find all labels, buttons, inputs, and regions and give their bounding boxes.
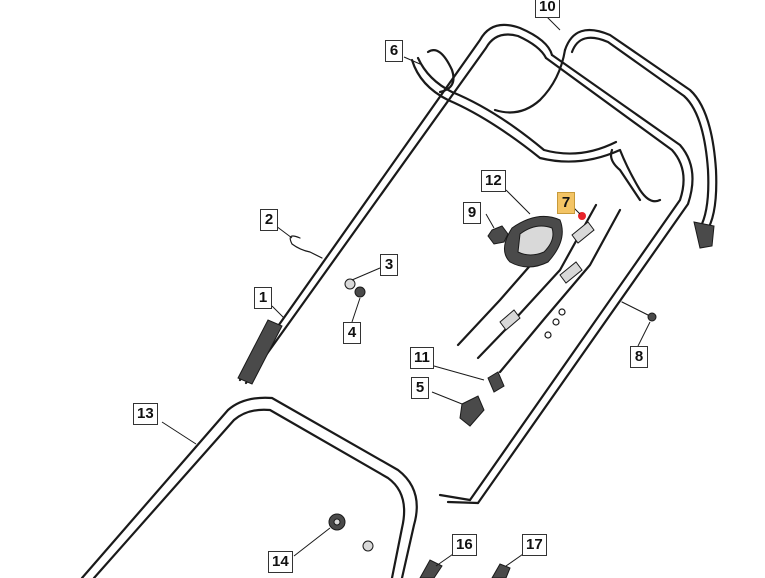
callout-14: 14 (268, 551, 293, 573)
callout-5: 5 (411, 377, 429, 399)
callout-7: 7 (557, 192, 575, 214)
callout-6: 6 (385, 40, 403, 62)
hardware (289, 225, 657, 427)
callout-2: 2 (260, 209, 278, 231)
callout-12: 12 (481, 170, 506, 192)
callout-10: 10 (535, 0, 560, 18)
throttle-control (504, 215, 563, 268)
lower-brackets (419, 559, 511, 578)
handle-bar (237, 23, 694, 505)
wire-bracket (410, 49, 662, 203)
callout-11: 11 (410, 347, 434, 369)
cables (456, 203, 622, 374)
callout-16: 16 (452, 534, 477, 556)
lower-frame (80, 396, 418, 578)
callout-4: 4 (343, 322, 361, 344)
callout-17: 17 (522, 534, 547, 556)
bail-lever (493, 28, 718, 249)
callout-1: 1 (254, 287, 272, 309)
callout-3: 3 (380, 254, 398, 276)
callout-13: 13 (133, 403, 158, 425)
callout-9: 9 (463, 202, 481, 224)
callout-8: 8 (630, 346, 648, 368)
leader-lines (161, 15, 651, 567)
